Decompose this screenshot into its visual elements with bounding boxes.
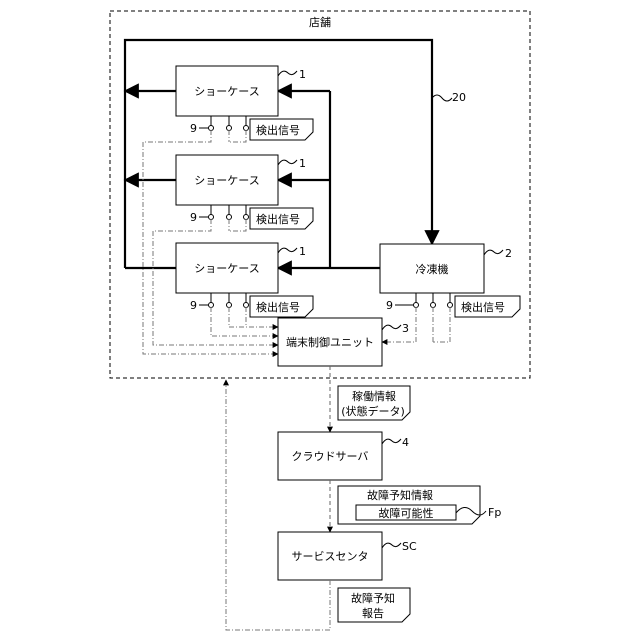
freezer: 冷凍機 2 [380, 244, 512, 293]
failure-report-note: 故障予知 報告 [338, 588, 410, 622]
store-label: 店舗 [309, 15, 331, 29]
signal-flag-text: 検出信号 [256, 123, 300, 137]
sensor-ref: 9 [386, 299, 393, 312]
operation-info-line2: (状態データ) [341, 404, 405, 418]
failure-prediction-note: 故障予知情報 故障可能性 Fp [338, 486, 501, 524]
showcase-ref: 1 [299, 245, 306, 258]
showcase-ref: 1 [299, 157, 306, 170]
piping-ref-leader [432, 95, 452, 101]
sensor-ref: 9 [190, 299, 197, 312]
service-center: サービスセンタ SC [278, 532, 417, 580]
failure-possibility: 故障可能性 [379, 506, 434, 520]
signal-flag-text: 検出信号 [256, 212, 300, 226]
sensor-ref: 9 [190, 122, 197, 135]
sensor-group-3: 9 検出信号 [190, 293, 313, 317]
failure-report-line2: 報告 [362, 607, 384, 620]
piping-ref: 20 [452, 91, 466, 104]
terminal-ref: 3 [402, 322, 409, 335]
freezer-label: 冷凍機 [416, 262, 449, 276]
signal-flag-text: 検出信号 [256, 300, 300, 314]
service-center-ref: SC [402, 540, 417, 553]
failure-prediction-title: 故障予知情報 [367, 488, 433, 502]
service-center-label: サービスセンタ [292, 550, 369, 563]
showcase-label: ショーケース [194, 85, 259, 98]
sensor-group-2: 9 検出信号 [190, 205, 313, 229]
sensor-group-1: 9 検出信号 [190, 116, 313, 140]
terminal-label: 端末制御ユニット [286, 335, 374, 349]
failure-report-line1: 故障予知 [351, 591, 395, 605]
operation-info-note: 稼働情報 (状態データ) [338, 386, 410, 420]
report-return-line [226, 380, 330, 630]
failure-prediction-ref: Fp [488, 506, 501, 519]
cloud-server-ref: 4 [402, 436, 409, 449]
signal-flag-text: 検出信号 [461, 300, 505, 314]
showcase-ref: 1 [299, 68, 306, 81]
sensor-group-freezer: 9 検出信号 [386, 293, 520, 317]
showcase-label: ショーケース [194, 174, 259, 187]
cloud-server: クラウドサーバ 4 [278, 432, 409, 480]
operation-info-line1: 稼働情報 [352, 389, 396, 403]
cloud-server-label: クラウドサーバ [292, 450, 369, 463]
freezer-ref: 2 [505, 247, 512, 260]
showcase-label: ショーケース [194, 262, 259, 275]
sensor-ref: 9 [190, 211, 197, 224]
